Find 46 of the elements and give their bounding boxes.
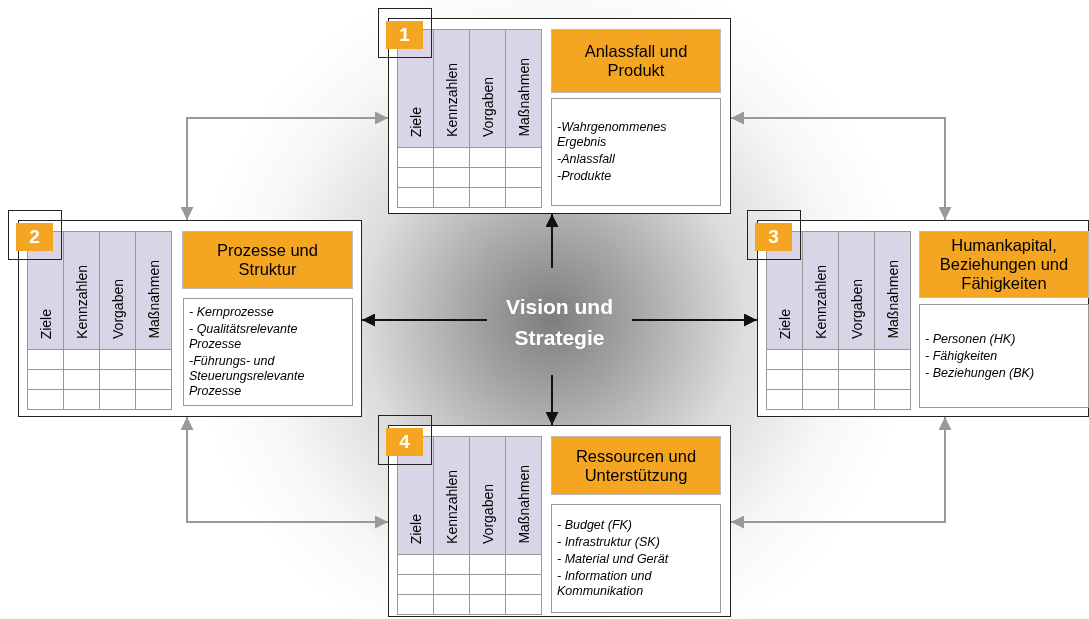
bullet-list-box xyxy=(183,298,353,406)
title-box: Anlassfall und Produkt xyxy=(551,29,721,93)
center-label: Vision und Strategie xyxy=(487,268,632,375)
list-item: -Produkte xyxy=(557,169,613,184)
arrow xyxy=(180,416,389,529)
title-box: Ressourcen und Unterstützung xyxy=(551,436,721,495)
list-item: - Beziehungen (BK) xyxy=(925,365,1036,381)
list-item: - Material und Gerät xyxy=(557,552,670,567)
arrow xyxy=(545,213,559,269)
table-header-cell: Kennzahlen xyxy=(433,436,470,555)
list-item: - Personen (HK) xyxy=(925,331,1017,347)
table-header-cell: Kennzahlen xyxy=(433,29,470,148)
table-header-cell: Maßnahmen xyxy=(874,231,911,350)
list-item: - Infrastruktur (SK) xyxy=(557,535,661,550)
table-header-cell: Kennzahlen xyxy=(63,231,100,350)
bullet-list-box xyxy=(919,304,1089,408)
title-box: Prozesse und Struktur xyxy=(182,231,353,289)
table-header-cell: Vorgaben xyxy=(469,29,506,148)
table-header-cell: Vorgaben xyxy=(838,231,875,350)
arrow xyxy=(545,374,559,426)
title-box: Humankapital, Beziehungen und Fähigkeiten xyxy=(919,231,1089,298)
number-badge: 3 xyxy=(755,223,792,251)
arrow xyxy=(361,313,488,327)
number-badge: 1 xyxy=(386,21,423,49)
table-header-cell: Vorgaben xyxy=(469,436,506,555)
arrow xyxy=(730,416,952,529)
number-badge: 2 xyxy=(16,223,53,251)
list-item: - Kernprozesse xyxy=(189,305,275,320)
list-item: - Fähigkeiten xyxy=(925,348,999,364)
list-item: - Information und Kommunikation xyxy=(557,569,653,599)
arrow xyxy=(631,313,758,327)
number-badge: 4 xyxy=(386,428,423,456)
table-header-cell: Maßnahmen xyxy=(505,436,542,555)
arrow xyxy=(730,111,952,221)
list-item: - Qualitätsrelevante Prozesse xyxy=(189,322,299,352)
list-item: -Anlassfall xyxy=(557,152,616,167)
table-header-cell: Vorgaben xyxy=(99,231,136,350)
table-header-cell: Maßnahmen xyxy=(135,231,172,350)
list-item: -Wahrgenommenes Ergebnis xyxy=(557,120,668,150)
table-header-cell: Maßnahmen xyxy=(505,29,542,148)
bullet-list-box xyxy=(551,504,721,613)
list-item: -Führungs- und Steuerungsrelevante Prozesse xyxy=(189,354,306,399)
bullet-list-box xyxy=(551,98,721,206)
table-header-cell: Kennzahlen xyxy=(802,231,839,350)
arrow xyxy=(180,111,389,221)
list-item: - Budget (FK) xyxy=(557,518,634,533)
